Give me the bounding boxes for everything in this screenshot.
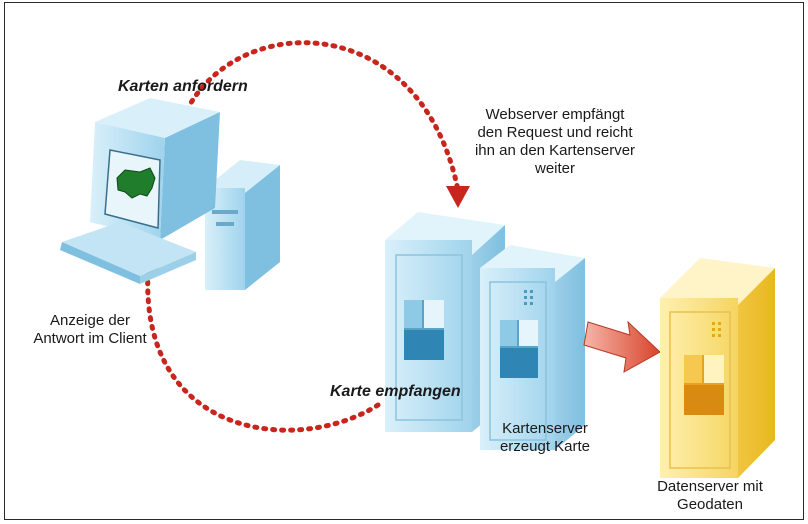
transfer-arrow-icon bbox=[583, 320, 661, 373]
display-caption: Anzeige der Antwort im Client bbox=[20, 312, 160, 348]
dataserver-caption-line: Datenserver mit bbox=[657, 478, 763, 495]
display-caption-line: Anzeige der bbox=[49, 312, 131, 329]
request-arrowhead bbox=[446, 186, 470, 208]
mapserver-caption: Kartenserver erzeugt Karte bbox=[470, 420, 620, 456]
request-arrow-path bbox=[180, 40, 461, 193]
response-arrow-path bbox=[145, 269, 381, 433]
display-caption-line: Antwort im Client bbox=[33, 330, 147, 347]
webserver-caption-line: den Request und reicht bbox=[477, 124, 633, 141]
request-label: Karten anfordern bbox=[118, 78, 248, 95]
webserver-caption-line: ihn an den Kartenserver bbox=[474, 142, 636, 159]
dataserver-icon bbox=[660, 258, 775, 478]
receive-label: Karte empfangen bbox=[330, 383, 461, 400]
webserver-caption-line: Webserver empfängt bbox=[485, 106, 625, 123]
usa-map-icon bbox=[116, 167, 156, 199]
mapserver-caption-line: erzeugt Karte bbox=[499, 438, 591, 455]
webserver-caption: Webserver empfängt den Request und reich… bbox=[455, 106, 655, 178]
webserver-caption-line: weiter bbox=[534, 160, 575, 177]
client-monitor-icon bbox=[90, 98, 220, 240]
mapserver-icon bbox=[480, 245, 585, 450]
dataserver-caption-line: Geodaten bbox=[677, 496, 743, 513]
client-tower-icon bbox=[205, 160, 280, 290]
dataserver-caption: Datenserver mit Geodaten bbox=[640, 478, 780, 514]
mapserver-caption-line: Kartenserver bbox=[502, 420, 588, 437]
keyboard-icon bbox=[60, 222, 196, 284]
